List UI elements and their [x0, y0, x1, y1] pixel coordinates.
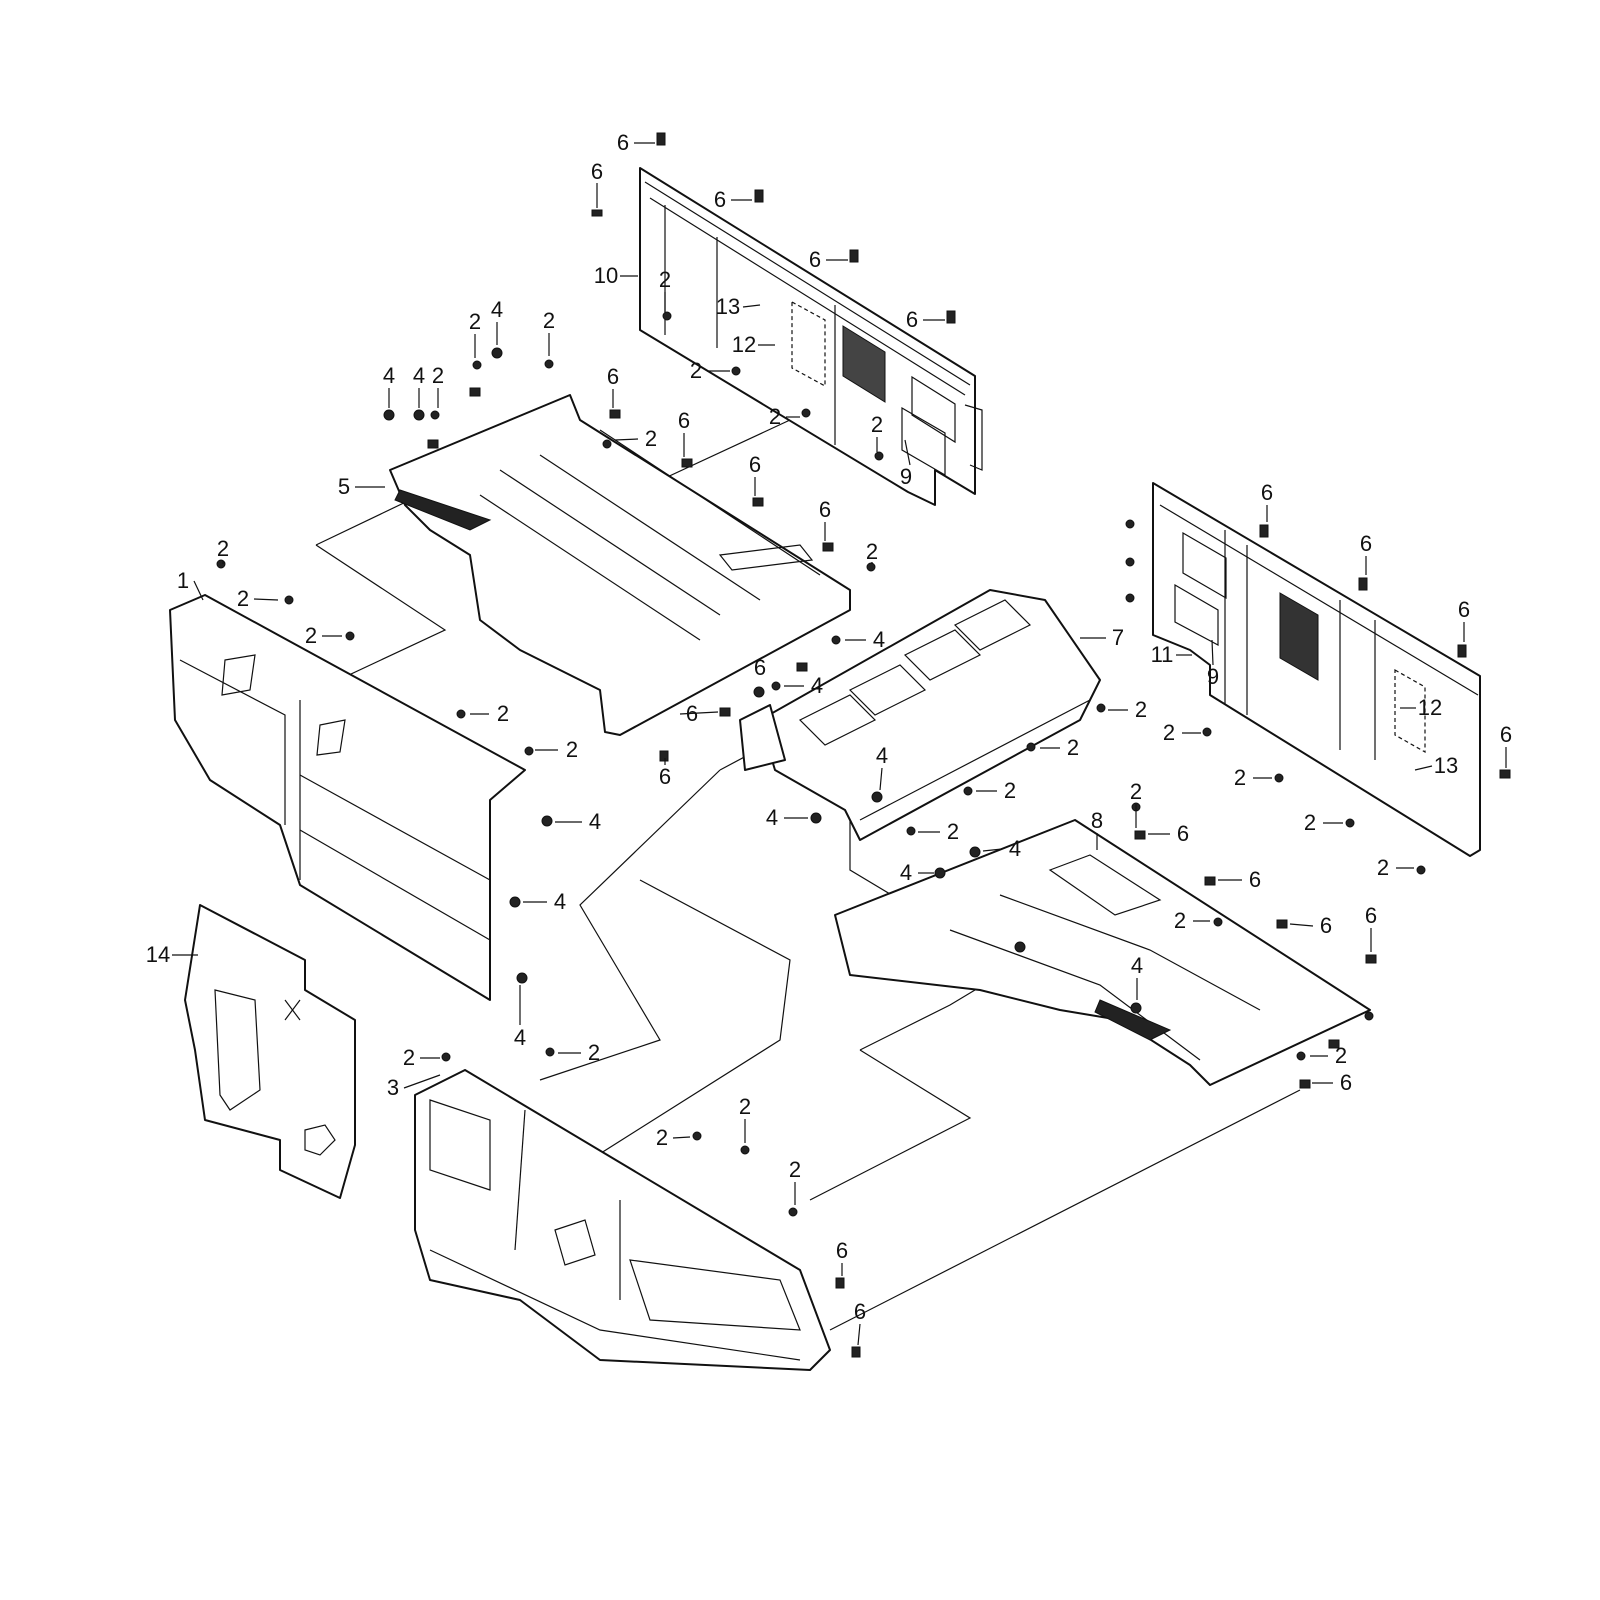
callout-label-part-4: 4	[872, 627, 886, 652]
callout-label-part-6: 6	[818, 497, 832, 522]
callout-label-part-6: 6	[853, 1299, 867, 1324]
callout-label-part-6: 6	[808, 247, 822, 272]
callout-label-part-6: 6	[1176, 821, 1190, 846]
rear-panel-11	[1152, 482, 1481, 857]
callout-label-part-6: 6	[1339, 1070, 1353, 1095]
assembly-guide-lines	[209, 419, 1301, 1331]
callout-label-part-2: 2	[587, 1040, 601, 1065]
callout-label-part-2: 2	[1129, 779, 1143, 804]
callout-label-part-2: 2	[565, 737, 579, 762]
front-console-3	[414, 1069, 831, 1371]
callout-label-part-4: 4	[588, 809, 602, 834]
callout-label-part-2: 2	[644, 426, 658, 451]
callout-label-part-14: 14	[145, 942, 171, 967]
left-floor-panel-5	[389, 394, 851, 736]
callout-label-part-6: 6	[1499, 722, 1513, 747]
callout-label-part-4: 4	[1008, 836, 1022, 861]
callout-label-part-2: 2	[870, 412, 884, 437]
callout-label-part-6: 6	[748, 452, 762, 477]
callout-label-part-6: 6	[685, 701, 699, 726]
callout-label-part-2: 2	[1173, 908, 1187, 933]
callout-label-part-3: 3	[386, 1075, 400, 1100]
callout-label-part-4: 4	[810, 673, 824, 698]
callout-label-part-2: 2	[1376, 855, 1390, 880]
callout-label-part-4: 4	[1130, 953, 1144, 978]
callout-label-part-2: 2	[655, 1125, 669, 1150]
callout-label-part-2: 2	[542, 308, 556, 333]
callout-label-part-6: 6	[753, 655, 767, 680]
callout-label-part-2: 2	[768, 404, 782, 429]
callout-label-part-4: 4	[899, 860, 913, 885]
callout-label-part-4: 4	[412, 363, 426, 388]
callout-label-part-8: 8	[1090, 808, 1104, 833]
callout-label-part-2: 2	[236, 586, 250, 611]
left-side-panel-1	[169, 594, 526, 1001]
callout-label-part-2: 2	[1066, 735, 1080, 760]
callout-label-part-6: 6	[905, 307, 919, 332]
callout-label-part-6: 6	[1248, 867, 1262, 892]
callout-label-part-2: 2	[304, 623, 318, 648]
callout-label-part-4: 4	[553, 889, 567, 914]
callout-label-part-4: 4	[875, 743, 889, 768]
callout-label-part-12: 12	[1417, 695, 1443, 720]
callout-label-part-13: 13	[715, 294, 741, 319]
callout-label-part-2: 2	[738, 1094, 752, 1119]
callout-label-part-2: 2	[1003, 778, 1017, 803]
callout-label-part-2: 2	[788, 1157, 802, 1182]
callout-label-part-2: 2	[431, 363, 445, 388]
callout-label-part-2: 2	[1233, 765, 1247, 790]
callout-label-part-2: 2	[1303, 810, 1317, 835]
callout-label-part-4: 4	[490, 297, 504, 322]
callout-label-part-6: 6	[1359, 531, 1373, 556]
callout-label-part-6: 6	[606, 364, 620, 389]
callout-label-part-2: 2	[946, 819, 960, 844]
callout-label-part-6: 6	[616, 130, 630, 155]
callout-label-part-13: 13	[1433, 753, 1459, 778]
callout-label-part-2: 2	[402, 1045, 416, 1070]
callout-label-part-9: 9	[1206, 664, 1220, 689]
callout-label-part-11: 11	[1150, 642, 1174, 667]
callout-label-part-2: 2	[216, 536, 230, 561]
callout-label-part-4: 4	[382, 363, 396, 388]
callout-label-part-6: 6	[1319, 913, 1333, 938]
callout-label-part-2: 2	[496, 701, 510, 726]
callout-label-part-2: 2	[1134, 697, 1148, 722]
callout-label-part-10: 10	[593, 263, 619, 288]
callout-label-part-6: 6	[1364, 903, 1378, 928]
callout-label-part-6: 6	[1457, 597, 1471, 622]
rear-panel-10	[639, 167, 983, 506]
sound-mat-14	[184, 904, 356, 1199]
callout-label-part-7: 7	[1111, 625, 1125, 650]
callout-label-part-5: 5	[337, 474, 351, 499]
callout-label-part-2: 2	[658, 267, 672, 292]
callout-leader-lines	[172, 142, 1507, 1346]
center-tunnel-cover-7	[739, 589, 1101, 841]
callout-label-part-9: 9	[899, 464, 913, 489]
callout-label-part-6: 6	[1260, 480, 1274, 505]
callout-label-part-2: 2	[865, 539, 879, 564]
callout-label-part-12: 12	[731, 332, 757, 357]
callout-label-part-2: 2	[468, 309, 482, 334]
callout-label-part-2: 2	[1334, 1043, 1348, 1068]
callout-label-part-4: 4	[513, 1025, 527, 1050]
callout-label-part-6: 6	[658, 764, 672, 789]
callout-label-part-2: 2	[689, 358, 703, 383]
callout-label-part-6: 6	[590, 159, 604, 184]
callout-label-part-1: 1	[176, 568, 190, 593]
callout-label-part-6: 6	[713, 187, 727, 212]
callout-label-part-6: 6	[835, 1238, 849, 1263]
callout-label-part-4: 4	[765, 805, 779, 830]
callout-label-part-6: 6	[677, 408, 691, 433]
callout-label-part-2: 2	[1162, 720, 1176, 745]
right-floor-panel-8	[834, 819, 1371, 1086]
